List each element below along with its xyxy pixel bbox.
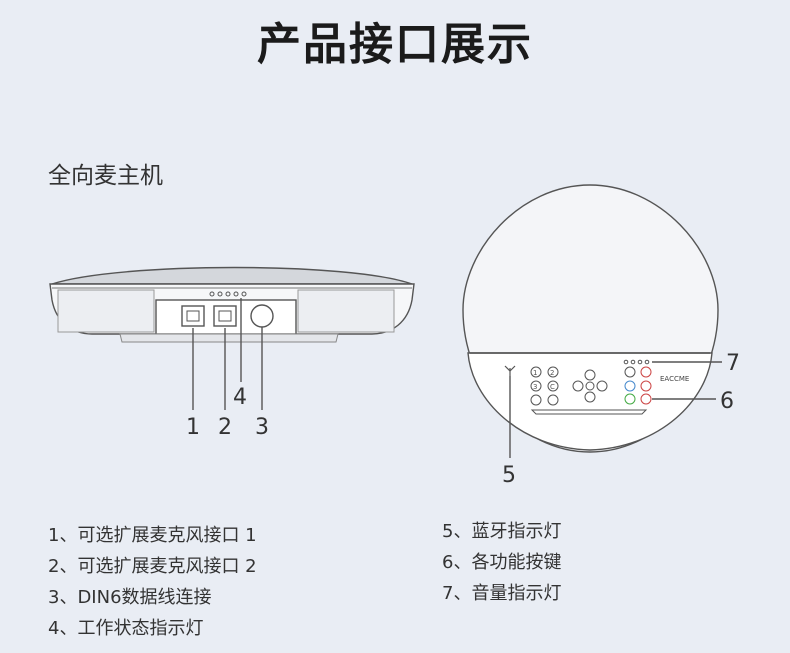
legend-right: 5、蓝牙指示灯 6、各功能按键 7、音量指示灯 [442, 516, 561, 609]
callout-1: 1 [186, 415, 200, 440]
svg-text:2: 2 [550, 369, 554, 377]
front-view [49, 266, 415, 410]
product-subtitle: 全向麦主机 [48, 163, 163, 189]
top-callout-labels: 5 6 7 [502, 351, 740, 488]
callout-6: 6 [720, 389, 734, 414]
legend-item-4: 4、工作状态指示灯 [48, 618, 204, 639]
din6-port [250, 304, 274, 328]
legend-item-3: 3、DIN6数据线连接 [48, 587, 212, 608]
svg-text:C: C [550, 383, 555, 391]
function-buttons [624, 366, 652, 405]
callout-7: 7 [726, 351, 740, 376]
direction-pad [572, 369, 608, 403]
legend-item-5: 5、蓝牙指示灯 [442, 521, 562, 542]
front-callout-labels: 1 2 3 4 [186, 385, 269, 440]
svg-text:3: 3 [533, 383, 537, 391]
volume-leds [623, 359, 650, 365]
legend-item-2: 2、可选扩展麦克风接口 2 [48, 556, 257, 577]
top-view: 1 2 3 C [462, 184, 722, 458]
status-leds [209, 291, 247, 297]
bluetooth-indicator [504, 365, 516, 376]
callout-4: 4 [233, 385, 247, 410]
svg-text:1: 1 [533, 369, 537, 377]
callout-3: 3 [255, 415, 269, 440]
keypad-digits: 1 2 3 C [533, 369, 555, 391]
brand-mark: EACCME [660, 375, 689, 383]
callout-5: 5 [502, 463, 516, 488]
legend-left: 1、可选扩展麦克风接口 1 2、可选扩展麦克风接口 2 3、DIN6数据线连接 … [48, 520, 257, 644]
legend-item-7: 7、音量指示灯 [442, 583, 562, 604]
keypad-buttons [530, 366, 559, 406]
legend-item-6: 6、各功能按键 [442, 552, 562, 573]
legend-item-1: 1、可选扩展麦克风接口 1 [48, 525, 257, 546]
page-title: 产品接口展示 [257, 19, 533, 70]
callout-2: 2 [218, 415, 232, 440]
